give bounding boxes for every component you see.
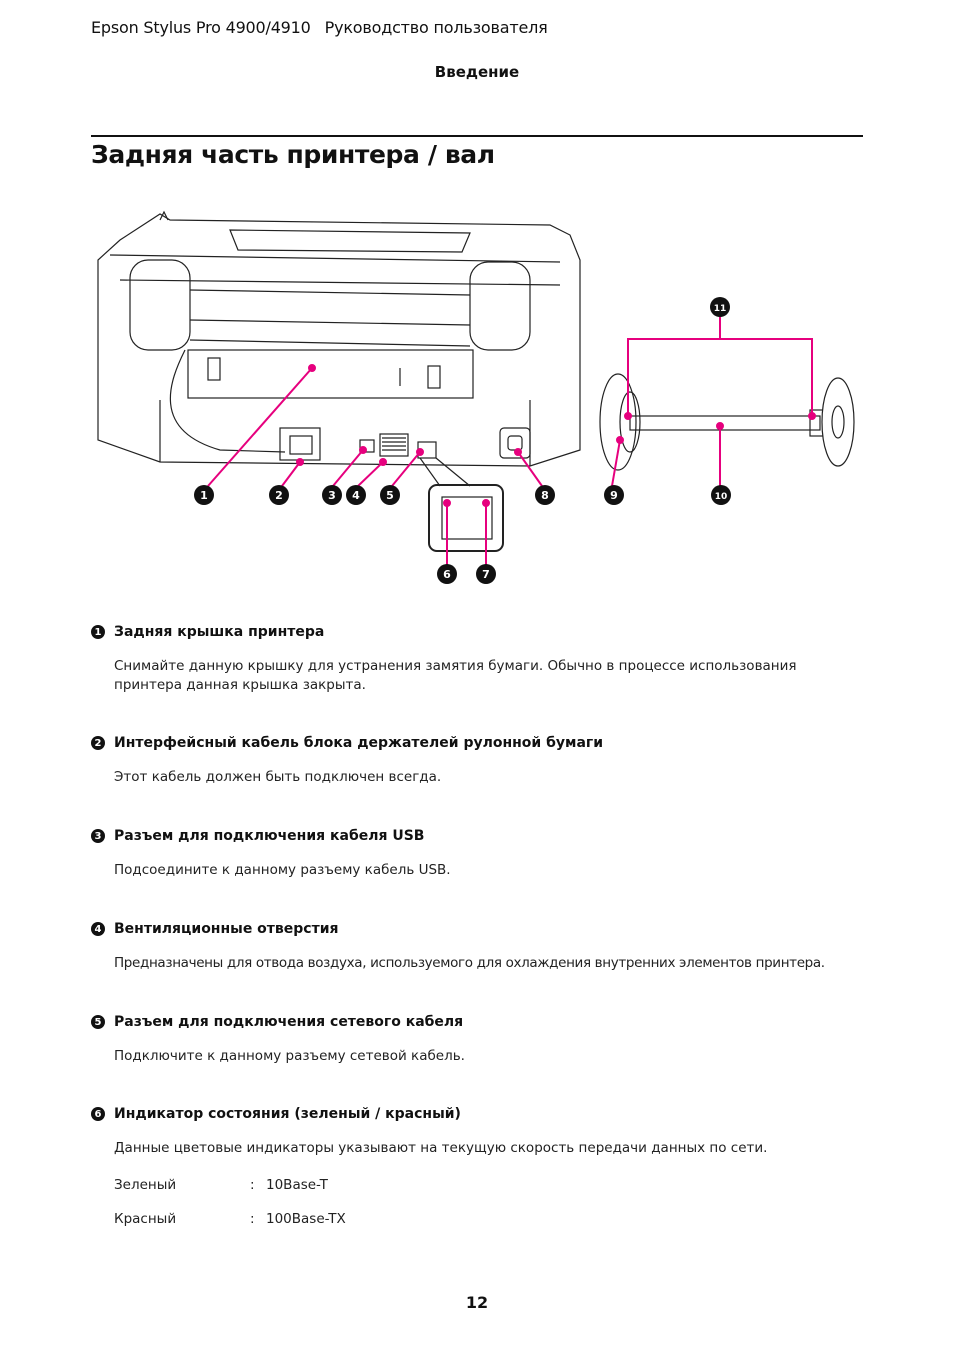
- status-label: Зеленый: [114, 1177, 177, 1193]
- status-separator: :: [250, 1177, 255, 1193]
- item-title: Интерфейсный кабель блока держателей рул…: [114, 735, 604, 751]
- item-description: Этот кабель должен быть подключен всегда…: [114, 769, 442, 785]
- page-number: 12: [465, 1293, 489, 1312]
- callout-label-5: 5: [386, 489, 394, 502]
- callout-9: [604, 485, 624, 505]
- item-description: Снимайте данную крышку для устранения за…: [114, 658, 797, 693]
- section-name: Введение: [434, 63, 520, 81]
- callout-1: [194, 485, 214, 505]
- callout-3: [322, 485, 342, 505]
- item-description: Данные цветовые индикаторы указывают на …: [114, 1140, 768, 1156]
- callout-7: [476, 564, 496, 584]
- status-value: 10Base-T: [266, 1177, 328, 1193]
- item-number: 5: [91, 1015, 105, 1029]
- list-item: 3 Разъем для подключения кабеля USB Подсо…: [91, 828, 851, 880]
- callout-label-2: 2: [275, 489, 283, 502]
- item-title: Разъем для подключения кабеля USB: [114, 828, 425, 844]
- status-separator: :: [250, 1211, 255, 1227]
- item-number: 6: [91, 1107, 105, 1121]
- list-item: 6 Индикатор состояния (зеленый / красный)…: [91, 1106, 851, 1158]
- title-rule: [91, 135, 863, 137]
- page-title: Задняя часть принтера / вал: [91, 140, 495, 169]
- item-description: Подсоедините к данному разъему кабель US…: [114, 862, 451, 878]
- status-label: Красный: [114, 1211, 177, 1227]
- callout-2: [269, 485, 289, 505]
- callout-5: [380, 485, 400, 505]
- running-header: Epson Stylus Pro 4900/4910 Руководство по…: [91, 18, 548, 37]
- list-item: 2 Интерфейсный кабель блока держателей ру…: [91, 735, 851, 787]
- callout-11: [710, 297, 730, 317]
- callout-label-1: 1: [200, 489, 208, 502]
- item-number: 1: [91, 625, 105, 639]
- callout-label-11: 11: [714, 304, 727, 314]
- list-item: 1 Задняя крышка принтера Снимайте данную …: [91, 624, 851, 695]
- printer-rear-illustration: 1 2 3 4 5 6 7 8 9 10 11: [97, 210, 855, 584]
- product-name: Epson Stylus Pro 4900/4910: [91, 18, 311, 37]
- callout-label-7: 7: [482, 568, 490, 581]
- callout-10: [711, 485, 731, 505]
- item-description: Предназначены для отвода воздуха, исполь…: [114, 955, 825, 971]
- callout-label-6: 6: [443, 568, 451, 581]
- status-row-green: Зеленый:10Base-T: [114, 1177, 328, 1193]
- callout-label-10: 10: [715, 492, 728, 502]
- callout-label-3: 3: [328, 489, 336, 502]
- status-row-red: Красный:100Base-TX: [114, 1211, 346, 1227]
- item-title: Вентиляционные отверстия: [114, 921, 339, 937]
- item-number: 4: [91, 922, 105, 936]
- item-number: 2: [91, 736, 105, 750]
- item-number: 3: [91, 829, 105, 843]
- status-value: 100Base-TX: [266, 1211, 346, 1227]
- callout-8: [535, 485, 555, 505]
- document-name: Руководство пользователя: [324, 18, 548, 37]
- callout-6: [437, 564, 457, 584]
- item-title: Задняя крышка принтера: [114, 624, 325, 640]
- item-description: Подключите к данному разъему сетевой каб…: [114, 1048, 465, 1064]
- callout-label-8: 8: [541, 489, 549, 502]
- callout-label-4: 4: [352, 489, 360, 502]
- list-item: 4 Вентиляционные отверстия Предназначены …: [91, 921, 851, 973]
- callout-label-9: 9: [610, 489, 618, 502]
- callout-markers: [194, 297, 731, 584]
- item-title: Разъем для подключения сетевого кабеля: [114, 1014, 464, 1030]
- item-title: Индикатор состояния (зеленый / красный): [114, 1106, 461, 1122]
- callout-4: [346, 485, 366, 505]
